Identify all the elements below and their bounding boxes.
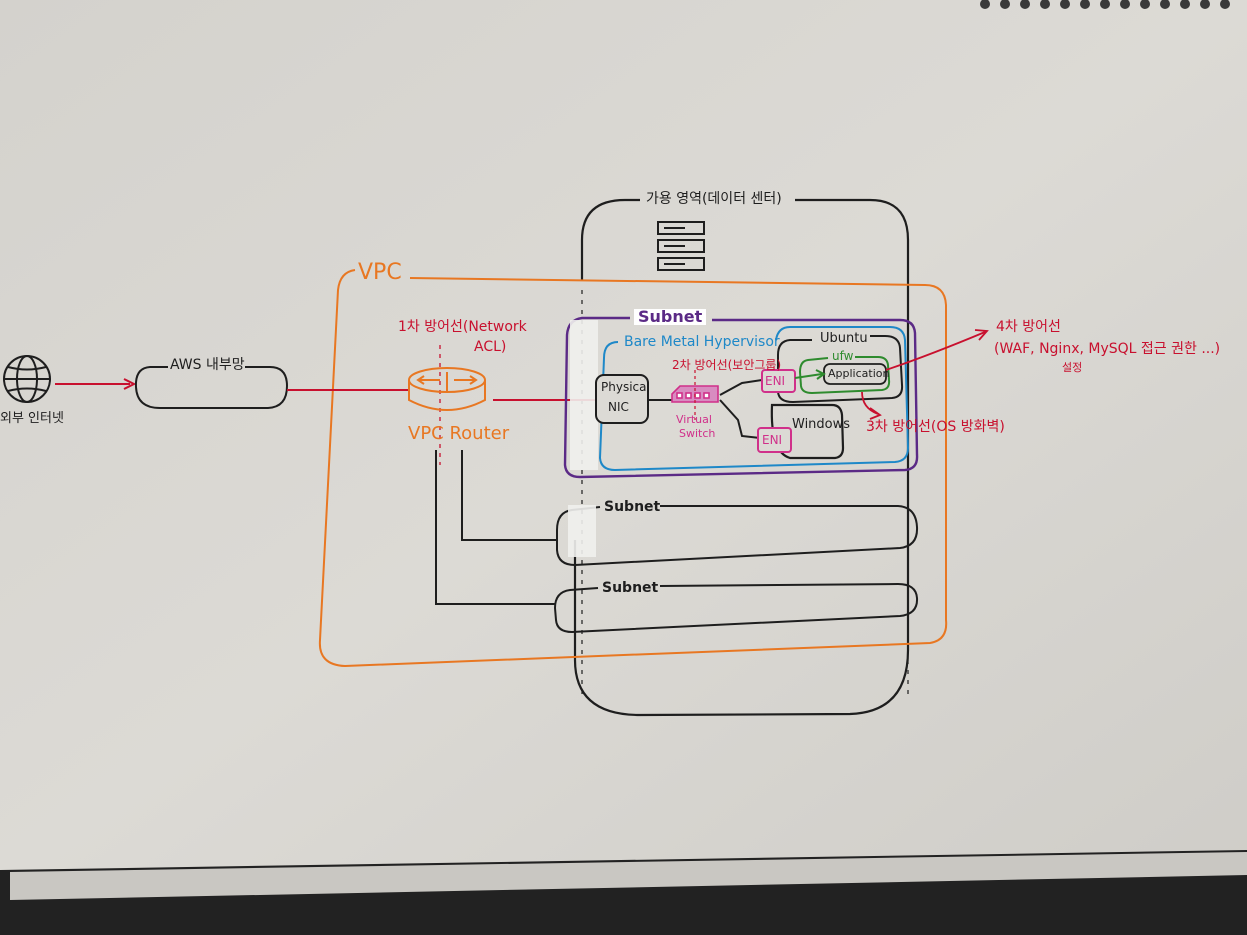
windows-label: Windows xyxy=(792,417,851,432)
defense-line-1-label-b: ACL) xyxy=(474,339,507,355)
application-label: Application xyxy=(828,367,890,380)
defense-line-4-arrow xyxy=(885,331,986,371)
physical-nic-label-1: Physical xyxy=(601,380,650,394)
eni-1-label: ENI xyxy=(765,374,786,388)
aws-network-label: AWS 내부망 xyxy=(170,357,245,373)
paper-sheet xyxy=(0,0,1247,880)
defense-line-2-label: 2차 방어선(보안그룹) xyxy=(672,358,782,372)
defense-line-1-label: 1차 방어선(Network xyxy=(398,319,527,335)
subnet-3-label: Subnet xyxy=(602,580,659,596)
vpc-label: VPC xyxy=(358,260,402,285)
paper-sheet-under xyxy=(10,852,1247,900)
eni-1-box xyxy=(761,369,796,393)
virtual-switch-label-1: Virtual xyxy=(676,413,712,426)
ufw-box xyxy=(798,356,891,395)
physical-nic-label-2: NIC xyxy=(608,400,629,414)
vpc-boundary xyxy=(318,269,948,668)
ubuntu-label: Ubuntu xyxy=(818,331,870,346)
subnet-main-box xyxy=(563,316,919,479)
switch-to-eni1-line xyxy=(719,379,763,396)
availability-zone-boundary xyxy=(573,198,910,717)
spiral-binding xyxy=(980,0,1230,9)
defense-line-3-label: 3차 방어선(OS 방화벽) xyxy=(866,419,1005,435)
router-to-subnet2-line xyxy=(461,450,556,541)
tape-strip-1 xyxy=(570,320,598,470)
vpc-router-label: VPC Router xyxy=(408,423,510,444)
defense-line-4-note: 설정 xyxy=(1062,361,1083,374)
eni-2-box xyxy=(757,427,792,453)
aws-network-capsule xyxy=(134,366,289,409)
subnet-main-label: Subnet xyxy=(634,309,707,325)
ufw-label: ufw xyxy=(830,349,856,363)
virtual-switch-label-2: Switch xyxy=(679,427,716,440)
eni-to-app-arrow xyxy=(794,373,823,379)
ubuntu-box xyxy=(777,335,904,404)
router-to-subnet3-line xyxy=(435,450,556,605)
tape-strip-2 xyxy=(568,505,596,557)
router-icon xyxy=(408,367,486,411)
hypervisor-label: Bare Metal Hypervisor xyxy=(624,334,780,350)
switch-to-eni2-line xyxy=(719,399,761,439)
defense-line-4-detail: (WAF, Nginx, MySQL 접근 권한 ...) xyxy=(994,341,1221,357)
subnet-2-label: Subnet xyxy=(604,499,661,515)
eni-2-label: ENI xyxy=(762,433,783,447)
defense-line-4-label: 4차 방어선 xyxy=(996,319,1061,335)
subnet-2-box xyxy=(556,505,919,567)
server-rack-icon xyxy=(657,221,705,271)
availability-zone-label: 가용 영역(데이터 센터) xyxy=(646,191,782,207)
internet-label: 외부 인터넷 xyxy=(0,411,64,426)
hypervisor-box xyxy=(598,326,910,472)
subnet-3-box xyxy=(553,582,919,634)
globe-icon xyxy=(3,355,51,403)
